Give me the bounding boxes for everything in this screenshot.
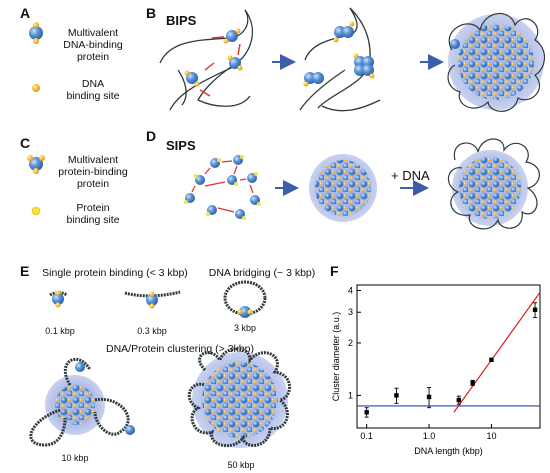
power-law-fit-line [453,292,541,413]
data-point [394,387,399,404]
panel-letter-c: C [20,135,31,151]
clustering-10kbp [29,357,135,447]
single-binding-0.1kbp [49,290,68,308]
x-tick-label: 0.1 [360,431,373,441]
y-axis-ticks: 1 2 3 4 [348,285,361,400]
y-tick-label: 1 [348,390,353,400]
single-binding-title: Single protein binding (< 3 kbp) [42,267,188,279]
x-tick-label: 1.0 [423,431,436,441]
clustering-title: DNA/Protein clustering (> 3kbp) [106,343,254,355]
data-point [489,357,494,363]
clustering-50kbp [187,347,291,448]
length-label-10: 10 kbp [61,453,89,463]
data-point [456,395,462,405]
y-tick-label: 3 [348,307,353,317]
sips-attraction-arrows [191,160,254,213]
data-point [426,387,432,409]
sips-free-proteins [184,155,261,220]
panel-letter-d: D [146,128,157,144]
dna-binding-site-label: DNA binding site [66,78,120,102]
protein-binding-site-label: Protein binding site [66,202,120,226]
dna-bridging-title: DNA bridging (~ 3 kbp) [208,267,316,279]
plot-frame [356,284,541,429]
data-point [364,407,369,418]
x-axis-label: DNA length (kbp) [414,446,483,456]
y-axis-label: Cluster diameter (a.u.) [331,312,341,402]
panel-letter-a: A [20,5,31,21]
length-label-0.3: 0.3 kbp [137,326,167,336]
length-label-0.1: 0.1 kbp [45,326,75,336]
bips-cluster [447,13,545,112]
bips-proteins [184,21,375,87]
length-label-3: 3 kbp [233,323,257,333]
sips-cluster [309,154,377,222]
plus-dna-label: + DNA [391,168,430,183]
bips-title: BIPS [166,13,197,28]
data-point [470,379,475,386]
x-tick-label: 10 [486,431,496,441]
panel-letter-b: B [146,5,157,21]
length-label-50: 50 kbp [227,460,255,470]
dna-binding-protein-label: Multivalent DNA-binding protein [63,27,123,63]
single-binding-0.3kbp [124,290,181,309]
dna-binding-site-icon [32,84,40,92]
protein-binding-protein-label: Multivalent protein-binding protein [58,154,128,190]
dna-binding-protein-icon [29,22,43,44]
data-points [364,302,538,418]
bips-attraction-arrows [199,36,241,97]
x-axis-ticks: 0.1 1.0 10 [360,424,496,441]
dna-bridging-3kbp [223,280,267,318]
y-tick-label: 2 [348,338,353,348]
sips-dna-cluster [447,138,540,230]
protein-binding-site-icon [31,206,41,216]
data-point [532,302,538,318]
y-tick-label: 4 [348,285,353,295]
panel-letter-e: E [20,263,30,279]
panel-letter-f: F [330,263,339,279]
protein-binding-protein-icon [27,155,45,174]
sips-title: SIPS [166,138,196,153]
